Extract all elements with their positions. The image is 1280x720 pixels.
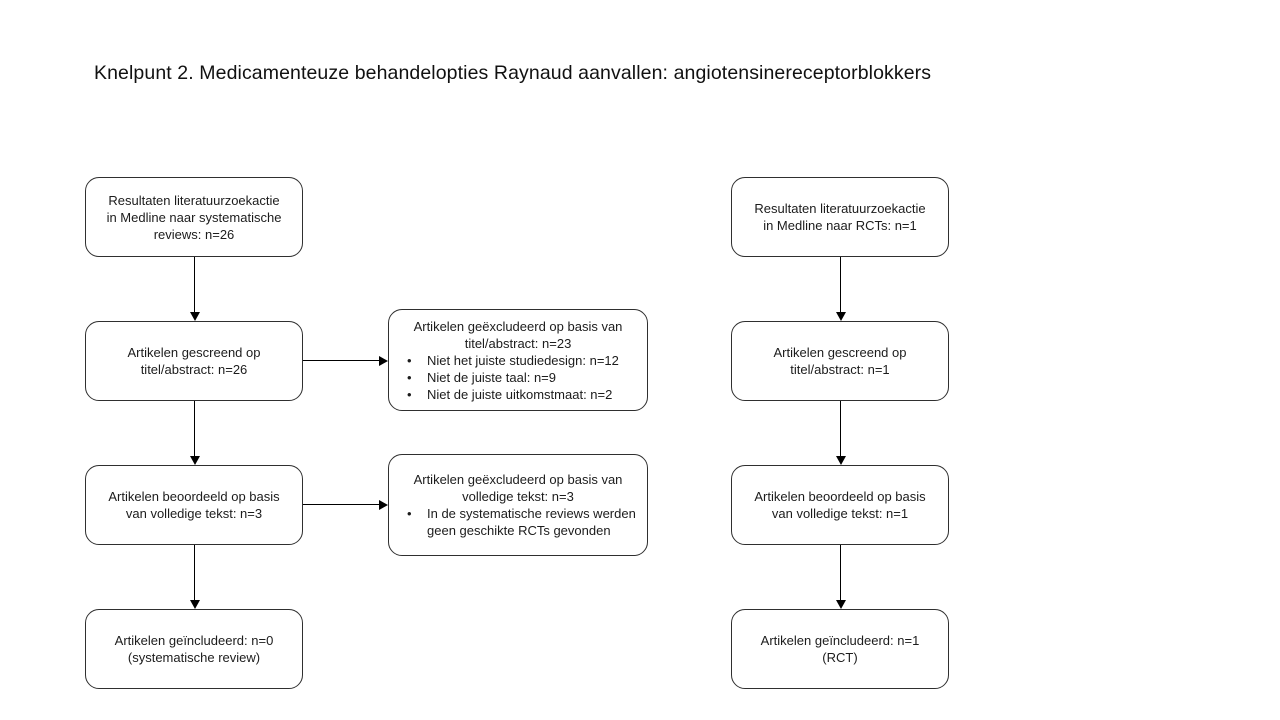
- arrow-down-rct-3: [840, 545, 842, 600]
- arrow-right-exclusion-1: [303, 360, 379, 362]
- exclusion-title-abstract-heading: Artikelen geëxcludeerd op basis van tite…: [413, 318, 623, 351]
- bullet-text: Niet het juiste studiedesign: n=12: [427, 352, 619, 368]
- arrow-right-exclusion-2: [303, 504, 379, 506]
- bullet-item: Niet de juiste uitkomstmaat: n=2: [405, 386, 637, 403]
- rct-assessed-text: Artikelen beoordeeld op basis van volled…: [754, 489, 926, 521]
- review-assessed-text: Artikelen beoordeeld op basis van volled…: [108, 489, 280, 521]
- rct-screened-text: Artikelen gescreend op titel/abstract: n…: [773, 345, 907, 377]
- arrow-down-review-1: [194, 257, 196, 312]
- bullet-item: In de systematische reviews werden geen …: [405, 505, 637, 539]
- rct-search-text: Resultaten literatuurzoekactie in Medlin…: [754, 201, 926, 233]
- review-search-box: Resultaten literatuurzoekactie in Medlin…: [85, 177, 303, 257]
- bullet-icon: [405, 352, 427, 369]
- bullet-text: In de systematische reviews werden geen …: [427, 506, 636, 538]
- arrow-down-rct-2: [840, 401, 842, 456]
- rct-screened-box: Artikelen gescreend op titel/abstract: n…: [731, 321, 949, 401]
- rct-assessed-box: Artikelen beoordeeld op basis van volled…: [731, 465, 949, 545]
- bullet-icon: [405, 369, 427, 386]
- review-search-text: Resultaten literatuurzoekactie in Medlin…: [106, 192, 282, 242]
- bullet-text: Niet de juiste uitkomstmaat: n=2: [427, 386, 613, 402]
- review-included-box: Artikelen geïncludeerd: n=0 (systematisc…: [85, 609, 303, 689]
- bullet-item: Niet het juiste studiedesign: n=12: [405, 352, 637, 369]
- exclusion-title-abstract-box: Artikelen geëxcludeerd op basis van tite…: [388, 309, 648, 411]
- review-assessed-box: Artikelen beoordeeld op basis van volled…: [85, 465, 303, 545]
- arrow-down-rct-1: [840, 257, 842, 312]
- review-included-text: Artikelen geïncludeerd: n=0 (systematisc…: [114, 633, 274, 665]
- review-screened-text: Artikelen gescreend op titel/abstract: n…: [127, 345, 261, 377]
- bullet-icon: [405, 386, 427, 403]
- arrow-down-review-3: [194, 545, 196, 600]
- review-screened-box: Artikelen gescreend op titel/abstract: n…: [85, 321, 303, 401]
- rct-included-box: Artikelen geïncludeerd: n=1 (RCT): [731, 609, 949, 689]
- bullet-icon: [405, 505, 427, 522]
- exclusion-full-text-bullet-list: In de systematische reviews werden geen …: [399, 505, 637, 539]
- diagram-title: Knelpunt 2. Medicamenteuze behandeloptie…: [94, 62, 932, 84]
- rct-included-text: Artikelen geïncludeerd: n=1 (RCT): [760, 633, 920, 665]
- bullet-text: Niet de juiste taal: n=9: [427, 369, 556, 385]
- bullet-item: Niet de juiste taal: n=9: [405, 369, 637, 386]
- arrow-down-review-2: [194, 401, 196, 456]
- exclusion-full-text-box: Artikelen geëxcludeerd op basis van voll…: [388, 454, 648, 556]
- exclusion-title-abstract-bullet-list: Niet het juiste studiedesign: n=12 Niet …: [399, 352, 637, 403]
- exclusion-full-text-heading: Artikelen geëxcludeerd op basis van voll…: [413, 472, 623, 504]
- rct-search-box: Resultaten literatuurzoekactie in Medlin…: [731, 177, 949, 257]
